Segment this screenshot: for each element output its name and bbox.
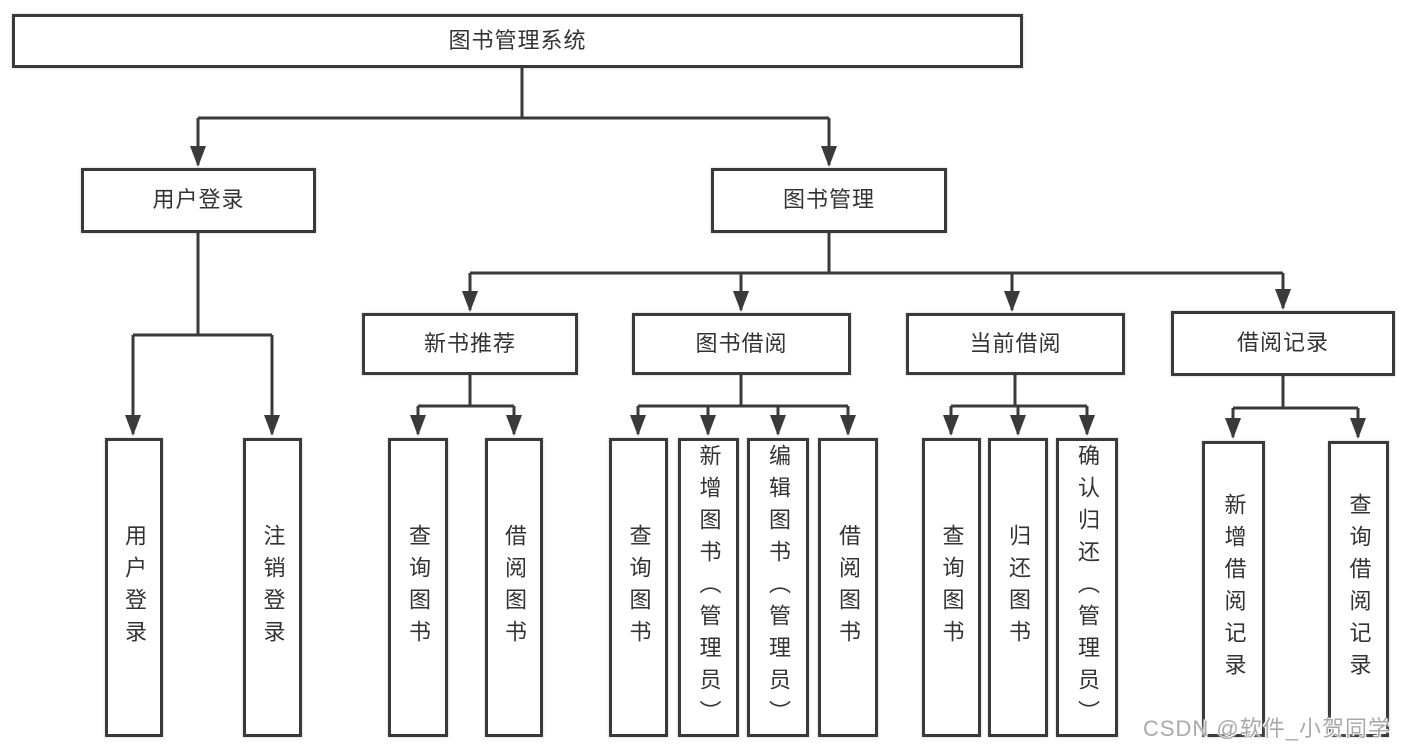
node-new-book-recommend-label: 新书推荐 bbox=[423, 330, 516, 356]
leaf-confirm-return-admin-label: 确认归还（管理员） bbox=[1075, 443, 1100, 732]
node-book-borrow: 图书借阅 bbox=[632, 313, 851, 375]
leaf-query-borrow-record-label: 查询借阅记录 bbox=[1346, 493, 1372, 685]
node-borrow-records: 借阅记录 bbox=[1171, 311, 1395, 376]
leaf-logout-login: 注销登录 bbox=[243, 438, 302, 737]
leaf-borrow-book: 借阅图书 bbox=[818, 438, 878, 737]
leaf-borrow-book-recommend-label: 借阅图书 bbox=[502, 523, 527, 652]
leaf-user-login-label: 用户登录 bbox=[122, 523, 147, 652]
leaf-query-book-current-label: 查询图书 bbox=[939, 523, 965, 652]
node-book-management-label: 图书管理 bbox=[782, 187, 875, 213]
csdn-watermark: CSDN @软件_小贺同学 bbox=[1142, 716, 1391, 741]
node-current-borrow: 当前借阅 bbox=[906, 313, 1125, 375]
leaf-edit-book-admin-label: 编辑图书（管理员） bbox=[766, 443, 791, 732]
node-root: 图书管理系统 bbox=[12, 14, 1023, 68]
leaf-query-book-recommend: 查询图书 bbox=[388, 438, 448, 737]
node-book-management: 图书管理 bbox=[711, 168, 947, 233]
node-borrow-records-label: 借阅记录 bbox=[1236, 330, 1329, 356]
leaf-user-login: 用户登录 bbox=[105, 438, 163, 737]
node-root-label: 图书管理系统 bbox=[448, 27, 587, 53]
leaf-query-book-borrow-label: 查询图书 bbox=[626, 523, 652, 652]
leaf-query-borrow-record: 查询借阅记录 bbox=[1328, 441, 1389, 737]
node-user-login: 用户登录 bbox=[81, 168, 316, 233]
node-new-book-recommend: 新书推荐 bbox=[362, 313, 578, 375]
leaf-add-book-admin: 新增图书（管理员） bbox=[678, 438, 739, 737]
leaf-borrow-book-label: 借阅图书 bbox=[836, 523, 861, 652]
leaf-query-book-current: 查询图书 bbox=[922, 438, 981, 737]
leaf-edit-book-admin: 编辑图书（管理员） bbox=[747, 438, 809, 737]
node-current-borrow-label: 当前借阅 bbox=[969, 330, 1062, 356]
leaf-return-book-label: 归还图书 bbox=[1006, 523, 1031, 652]
node-book-borrow-label: 图书借阅 bbox=[695, 330, 788, 356]
leaf-add-borrow-record-label: 新增借阅记录 bbox=[1221, 493, 1247, 685]
leaf-confirm-return-admin: 确认归还（管理员） bbox=[1056, 438, 1118, 737]
leaf-borrow-book-recommend: 借阅图书 bbox=[485, 438, 543, 737]
leaf-add-book-admin-label: 新增图书（管理员） bbox=[696, 443, 722, 732]
leaf-return-book: 归还图书 bbox=[988, 438, 1048, 737]
leaf-logout-login-label: 注销登录 bbox=[260, 523, 286, 652]
node-user-login-label: 用户登录 bbox=[152, 187, 245, 213]
leaf-add-borrow-record: 新增借阅记录 bbox=[1202, 441, 1265, 737]
leaf-query-book-borrow: 查询图书 bbox=[609, 438, 668, 737]
leaf-query-book-recommend-label: 查询图书 bbox=[406, 523, 431, 652]
